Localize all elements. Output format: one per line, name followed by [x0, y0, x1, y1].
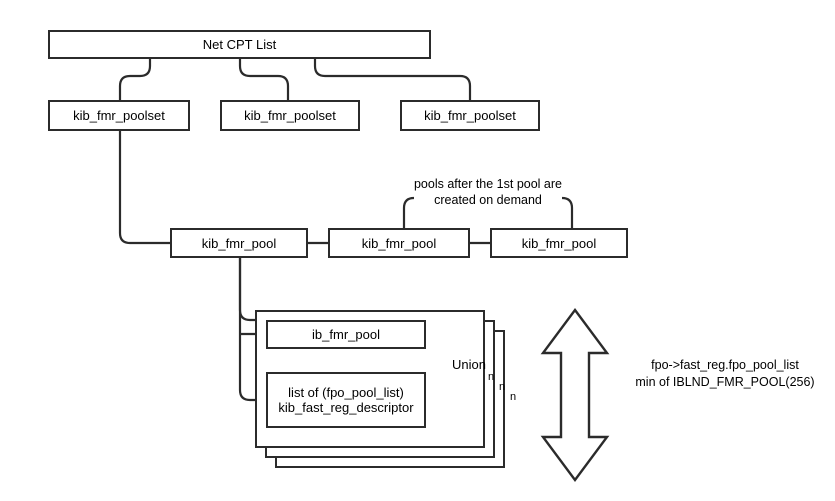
node-kib-fmr-pool-1[interactable]: kib_fmr_pool	[170, 228, 308, 258]
union-label: Union	[452, 357, 486, 372]
stack-count-2: n	[499, 381, 506, 393]
connector-cpt-to-poolset-1	[118, 59, 152, 100]
node-kib-fmr-poolset-3[interactable]: kib_fmr_poolset	[400, 100, 540, 131]
node-kib-fmr-pool-3[interactable]: kib_fmr_pool	[490, 228, 628, 258]
connector-cpt-to-poolset-2	[238, 59, 290, 100]
node-kib-fmr-pool-2[interactable]: kib_fmr_pool	[328, 228, 470, 258]
node-kib-fmr-poolset-1[interactable]: kib_fmr_poolset	[48, 100, 190, 131]
node-kib-fmr-poolset-2[interactable]: kib_fmr_poolset	[220, 100, 360, 131]
node-kib-fast-reg-descriptor-label: list of (fpo_pool_list) kib_fast_reg_des…	[278, 385, 414, 415]
connector-pool1-to-card-bottom	[238, 258, 266, 402]
connector-poolset1-to-pool1	[118, 131, 170, 245]
node-net-cpt-list[interactable]: Net CPT List	[48, 30, 431, 59]
node-kib-fmr-pool-3-label: kib_fmr_pool	[521, 235, 597, 251]
stack-count-1: n	[488, 371, 495, 383]
note-leader-to-pool3	[561, 196, 574, 228]
note-leader-to-pool2	[402, 196, 415, 228]
vertical-double-arrow	[540, 307, 610, 483]
node-kib-fmr-pool-2-label: kib_fmr_pool	[361, 235, 437, 251]
connector-cpt-to-poolset-3	[313, 59, 472, 100]
node-kib-fmr-pool-1-label: kib_fmr_pool	[201, 235, 277, 251]
fpo-pool-list-note: fpo->fast_reg.fpo_pool_list min of IBLND…	[635, 358, 815, 389]
node-ib-fmr-pool[interactable]: ib_fmr_pool	[266, 320, 426, 349]
node-ib-fmr-pool-label: ib_fmr_pool	[312, 327, 380, 342]
stack-count-3: n	[510, 391, 517, 403]
node-kib-fmr-poolset-2-label: kib_fmr_poolset	[244, 108, 336, 123]
node-kib-fast-reg-descriptor[interactable]: list of (fpo_pool_list) kib_fast_reg_des…	[266, 372, 426, 428]
node-net-cpt-list-label: Net CPT List	[202, 37, 277, 52]
pool-creation-note: pools after the 1st pool are created on …	[413, 177, 562, 207]
node-kib-fmr-poolset-3-label: kib_fmr_poolset	[424, 108, 516, 123]
node-kib-fmr-poolset-1-label: kib_fmr_poolset	[73, 108, 165, 123]
